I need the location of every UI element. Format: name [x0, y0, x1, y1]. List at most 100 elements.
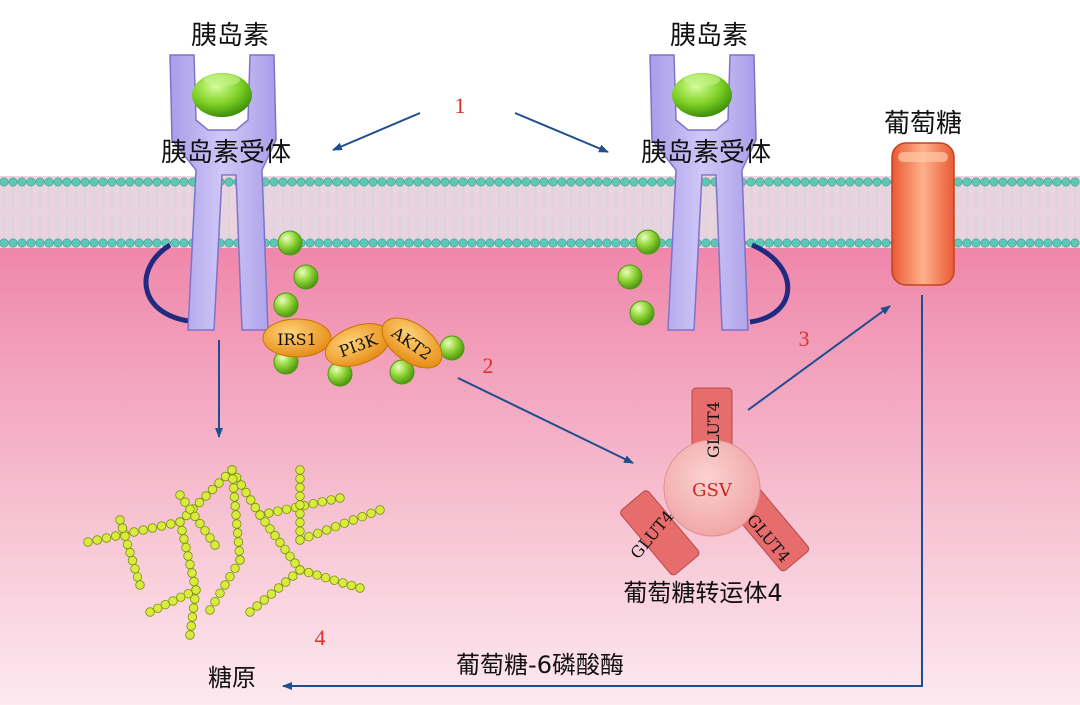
lipid-head — [872, 177, 882, 187]
glycogen-unit — [207, 484, 218, 495]
lipid-head — [809, 177, 819, 187]
glycogen-unit — [295, 465, 305, 475]
glycogen-unit — [234, 546, 244, 556]
glycogen-unit — [215, 588, 225, 599]
glycogen-unit — [348, 515, 359, 525]
glycogen-unit — [281, 577, 291, 587]
glycogen-unit — [295, 535, 305, 545]
lipid-head — [800, 177, 810, 187]
glycogen-unit — [280, 544, 290, 555]
transporter-body — [891, 142, 955, 286]
lipid-head — [17, 177, 27, 187]
glycogen-unit — [288, 571, 298, 581]
lipid-head — [35, 177, 45, 187]
glycogen-unit — [232, 519, 242, 529]
lipid-head — [8, 238, 18, 248]
glycogen-unit — [110, 531, 121, 541]
glycogen-unit — [228, 483, 239, 493]
lipid-head — [395, 238, 405, 248]
receptor-label-right: 胰岛素受体 — [641, 138, 771, 168]
lipid-head — [629, 177, 639, 187]
glycogen-label: 糖原 — [208, 664, 256, 692]
glycogen-unit — [127, 555, 138, 566]
insulin-molecule-left — [192, 73, 252, 117]
lipid-head — [647, 177, 657, 187]
arrow-step4 — [282, 295, 923, 690]
lipid-head — [980, 238, 990, 248]
lipid-head — [575, 177, 585, 187]
lipid-head — [818, 238, 828, 248]
receptor-body-left — [169, 54, 277, 331]
glycogen-unit — [190, 511, 200, 522]
glycogen-unit — [346, 580, 357, 591]
lipid-head — [1034, 238, 1044, 248]
glycogen-unit — [295, 509, 305, 519]
lipid-head — [512, 238, 522, 248]
phosphate-ball — [277, 230, 303, 256]
lipid-head — [440, 238, 450, 248]
lipid-head — [863, 177, 873, 187]
lipid-head — [1043, 238, 1053, 248]
irs1-label: IRS1 — [277, 330, 317, 349]
lipid-head — [620, 177, 630, 187]
lipid-head — [116, 238, 126, 248]
phosphate-ball — [439, 335, 465, 361]
lipid-head — [989, 177, 999, 187]
lipid-head — [314, 177, 324, 187]
lipid-head — [485, 177, 495, 187]
lipid-head — [386, 238, 396, 248]
glycogen-unit — [130, 564, 140, 574]
lipid-head — [881, 238, 891, 248]
lipid-head — [611, 177, 621, 187]
lipid-head — [845, 177, 855, 187]
akt2-protein — [381, 317, 443, 369]
glycogen-unit — [92, 535, 102, 545]
glycogen-unit — [152, 603, 163, 614]
lipid-head — [125, 238, 135, 248]
glycogen-unit — [210, 597, 220, 607]
glycogen-unit — [259, 595, 270, 605]
lipid-head — [422, 238, 432, 248]
glycogen-unit — [138, 525, 148, 535]
glucose-transporter-label: 葡萄糖转运体4 — [623, 579, 782, 607]
lipid-head — [413, 177, 423, 187]
lipid-head — [602, 177, 612, 187]
lipid-head — [494, 177, 504, 187]
lipid-head — [1070, 238, 1080, 248]
lipid-head — [1025, 238, 1035, 248]
lipid-head — [143, 238, 153, 248]
lipid-head — [440, 177, 450, 187]
lipid-head — [449, 238, 459, 248]
insulin-label-left: 胰岛素 — [191, 21, 269, 51]
lipid-head — [791, 238, 801, 248]
lipid-head — [773, 238, 783, 248]
lipid-head — [386, 177, 396, 187]
glycogen-unit — [317, 497, 327, 507]
glycogen-unit — [147, 523, 158, 533]
lipid-head — [764, 238, 774, 248]
lipid-head — [485, 238, 495, 248]
lipid-head — [566, 177, 576, 187]
arrow-step3 — [747, 305, 891, 411]
glycogen-unit — [366, 508, 376, 519]
lipid-head — [1052, 177, 1062, 187]
glycogen-unit — [275, 537, 285, 548]
receptor-loop-left — [143, 242, 201, 325]
lipid-head — [341, 177, 351, 187]
lipid-head — [80, 177, 90, 187]
step-number-2: 2 — [483, 353, 494, 378]
lipid-head — [89, 177, 99, 187]
g6pase-label: 葡萄糖-6磷酸酶 — [456, 651, 624, 679]
lipid-head — [521, 177, 531, 187]
glycogen-unit — [321, 573, 331, 583]
lipid-head — [1025, 177, 1035, 187]
step-number-3: 3 — [799, 326, 810, 351]
glycogen-unit — [181, 542, 191, 553]
arrow-step1-right — [514, 112, 609, 153]
phosphate-ball — [617, 264, 643, 290]
glycogen-unit — [357, 512, 367, 522]
phosphate-ball — [635, 229, 661, 255]
receptor-body-right — [649, 54, 757, 331]
glycogen-unit — [335, 493, 345, 503]
lipid-head — [476, 238, 486, 248]
